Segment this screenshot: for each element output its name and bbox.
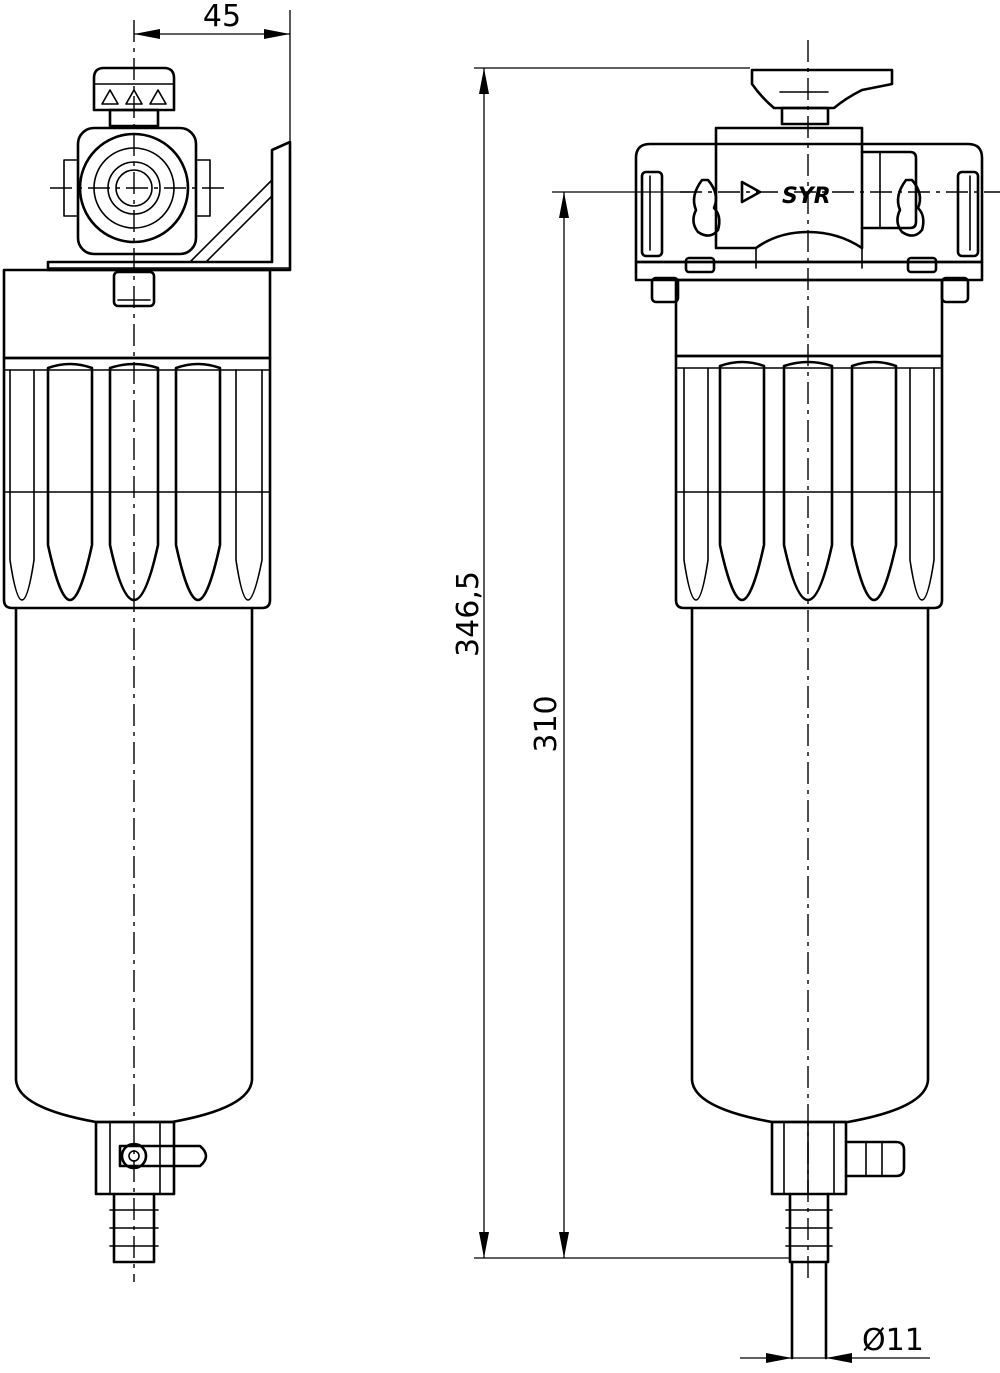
drain-valve-front [770,1120,906,1360]
dimension-connection-height: 310 [529,191,690,1258]
filter-head-side [2,268,272,360]
filter-bowl-front [690,606,930,1124]
dimension-hose-diameter-label: Ø11 [862,1323,924,1358]
triangle-right-icon [740,180,762,204]
dimension-overall-height-label: 346,5 [451,571,486,657]
dimension-connection-height-label: 310 [529,695,564,752]
front-view: SYR [634,40,1000,1360]
head-screw-right [940,276,970,304]
side-view [2,20,292,1282]
wall-bracket [46,140,292,272]
ribbed-collar-front [674,354,944,610]
dimension-width: 45 [134,0,291,146]
head-screw-left [650,276,680,304]
dimension-hose-diameter: Ø11 [740,1323,930,1363]
filter-head-front [674,278,944,358]
dimension-width-label: 45 [203,0,241,34]
drain-valve-side [94,1120,208,1264]
bracket-frame-front [634,142,984,274]
handwheel-front [750,68,894,126]
ribbed-collar-side [2,356,272,610]
inlet-port-side [63,126,211,256]
brand-logo: SYR [782,184,831,209]
dimension-overall-height: 346,5 [451,67,790,1259]
